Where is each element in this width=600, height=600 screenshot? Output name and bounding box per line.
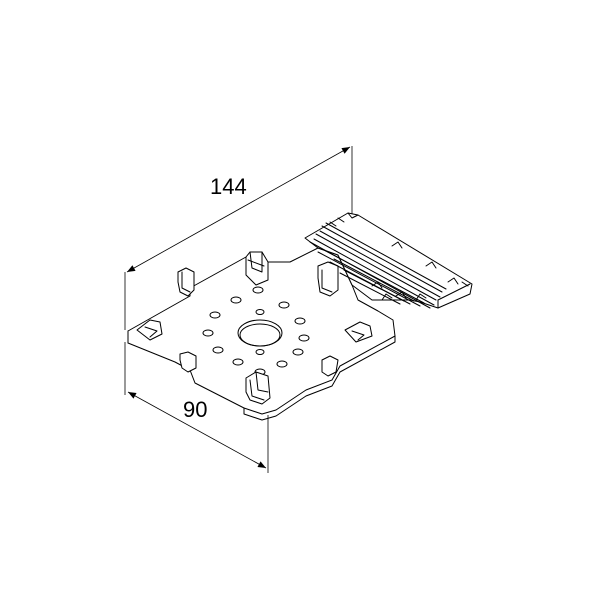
clip-back: [245, 251, 269, 286]
bolt-hole: [252, 286, 264, 294]
bolt-hole: [202, 329, 214, 337]
bolt-hole: [232, 358, 244, 366]
clip-detail: [247, 259, 265, 267]
dimension-line-width: [127, 391, 267, 469]
comb-slot: [321, 222, 447, 293]
bolt-holes: [202, 286, 310, 376]
dimension-length: 144: [124, 146, 353, 330]
clip-detail: [255, 371, 269, 393]
comb-tooth: [391, 241, 437, 269]
clip-left: [177, 267, 195, 297]
bolt-hole: [230, 296, 242, 304]
clip-right: [344, 321, 373, 343]
clip-body: [179, 351, 197, 373]
bolt-hole: [212, 346, 224, 354]
bolt-hole: [255, 309, 265, 315]
dimension-label-length: 144: [210, 174, 247, 199]
dimension-width: 90: [124, 342, 269, 473]
dimension-label-width: 90: [183, 397, 207, 422]
clip-detail: [181, 271, 191, 293]
clip-detail: [249, 379, 265, 401]
comb-slot: [315, 230, 441, 301]
comb-tooth: [371, 281, 393, 301]
clip-body: [321, 355, 339, 377]
comb-teeth: [329, 212, 469, 301]
clip-back-right: [317, 261, 339, 297]
comb-slot: [339, 269, 405, 305]
bolt-hole: [276, 360, 288, 368]
clip-front: [245, 371, 271, 405]
clip-body: [136, 319, 163, 341]
bolt-hole: [255, 349, 265, 355]
comb-tooth: [347, 212, 359, 219]
clip-body: [317, 261, 339, 297]
clip-detail: [321, 269, 333, 293]
comb-slots: [309, 222, 447, 309]
center-hole-inner: [239, 323, 281, 347]
bolt-hole: [209, 311, 221, 319]
comb-bracket: [304, 212, 473, 309]
comb-tooth: [329, 217, 345, 227]
plate-thickness-edge: [243, 335, 396, 421]
bolt-hole: [294, 317, 306, 325]
clip-left-front: [179, 351, 197, 373]
clip-front-left: [136, 319, 163, 341]
comb-tooth: [395, 291, 427, 301]
comb-slot: [317, 248, 425, 307]
bolt-hole: [292, 348, 304, 356]
comb-outline: [304, 212, 473, 309]
clip-detail: [351, 330, 365, 341]
clip-detail: [249, 251, 263, 273]
bolt-hole: [278, 301, 290, 309]
clip-detail: [144, 326, 158, 338]
bolt-hole: [298, 334, 310, 342]
clips: [136, 251, 373, 405]
clip-body: [177, 267, 195, 297]
clip-right-front: [321, 355, 339, 377]
comb-edge: [437, 283, 471, 309]
dimension-line-length: [126, 146, 351, 273]
clip-body: [344, 321, 373, 343]
